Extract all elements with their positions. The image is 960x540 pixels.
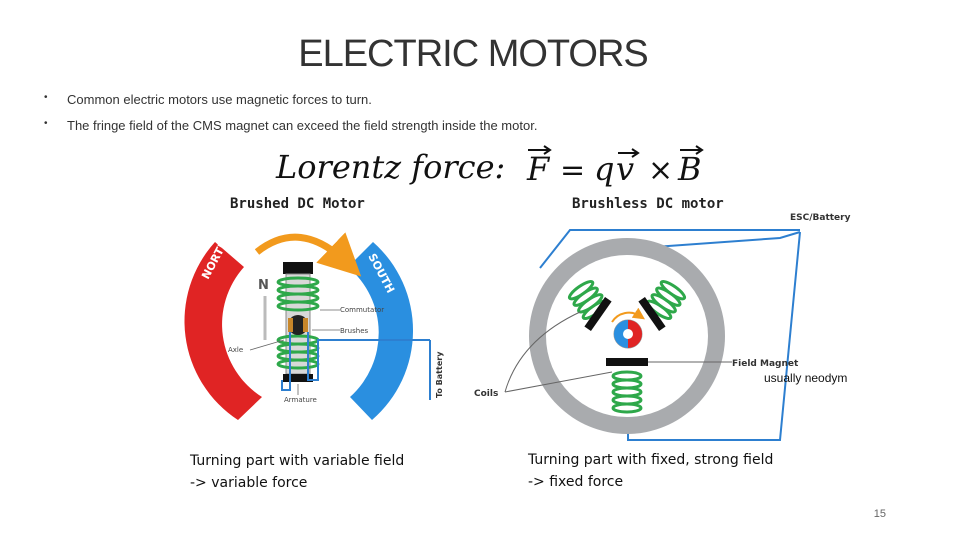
coil-right bbox=[638, 279, 687, 332]
bullet-marker: • bbox=[44, 92, 48, 103]
armature-label: Armature bbox=[284, 396, 317, 404]
coils-label: Coils bbox=[474, 389, 498, 399]
armature-bottom-cap bbox=[283, 374, 313, 382]
formula-B: B bbox=[677, 150, 702, 188]
brushed-caption-line2: -> variable force bbox=[190, 475, 308, 491]
coil-left bbox=[567, 279, 612, 332]
brushed-dc-motor: Brushed DC Motor NORTH SOUTH N bbox=[184, 196, 444, 420]
axle-callout bbox=[249, 339, 285, 351]
north-magnet bbox=[184, 242, 262, 420]
brushed-caption-line1: Turning part with variable field bbox=[190, 453, 405, 469]
page-number: 15 bbox=[873, 508, 886, 520]
rotor-south-half bbox=[614, 320, 628, 348]
wire-left bbox=[281, 332, 291, 391]
n-pole-letter: N bbox=[258, 278, 269, 293]
brushless-dc-motor: Brushless DC motor ESC/Battery bbox=[474, 196, 851, 441]
bullet-marker: • bbox=[44, 118, 48, 129]
formula-equals: = bbox=[560, 153, 585, 188]
upper-coil bbox=[276, 276, 320, 312]
to-battery-label: To Battery bbox=[435, 351, 444, 398]
pole-shoe-left bbox=[584, 296, 612, 332]
formula-q: q bbox=[594, 150, 614, 188]
formula-F: F bbox=[526, 150, 551, 188]
formula-label: Lorentz force: bbox=[275, 148, 505, 186]
armature-top-cap bbox=[283, 262, 313, 274]
brushless-heading: Brushless DC motor bbox=[572, 196, 724, 212]
pole-shoe-right bbox=[638, 296, 666, 332]
brushed-heading: Brushed DC Motor bbox=[230, 196, 365, 212]
rotor-north-half bbox=[628, 320, 642, 348]
bullet-text: Common electric motors use magnetic forc… bbox=[67, 92, 372, 107]
rotation-arrow bbox=[254, 232, 362, 277]
formula-times: × bbox=[648, 153, 673, 188]
slide-title: ELECTRIC MOTORS bbox=[298, 33, 649, 75]
wire-right bbox=[307, 332, 430, 381]
brushless-caption: Turning part with fixed, strong field ->… bbox=[528, 449, 773, 493]
brush-left bbox=[288, 318, 293, 332]
lorentz-formula: Lorentz force: F = q v × B bbox=[275, 145, 704, 188]
south-magnet bbox=[348, 242, 414, 420]
vector-arrowhead-F bbox=[543, 145, 552, 155]
field-magnet-label: Field Magnet bbox=[732, 359, 799, 369]
vector-arrowhead-B bbox=[695, 145, 704, 155]
esc-battery-label: ESC/Battery bbox=[790, 213, 851, 223]
esc-wire-1 bbox=[539, 229, 800, 269]
brushless-caption-line1: Turning part with fixed, strong field bbox=[528, 452, 774, 468]
pole-shoe-bottom bbox=[606, 358, 648, 366]
brushless-caption-line2: -> fixed force bbox=[528, 474, 624, 490]
field-magnet-note: usually neodym bbox=[764, 371, 847, 385]
brushes-label: Brushes bbox=[340, 327, 369, 335]
coils-callout-2 bbox=[504, 371, 613, 393]
bullet-text: The fringe field of the CMS magnet can e… bbox=[67, 118, 538, 133]
vector-arrowhead-v bbox=[631, 148, 640, 158]
coils-callout-1 bbox=[504, 311, 581, 393]
rotor-hub bbox=[623, 329, 633, 339]
rotor-rotation-arrow bbox=[611, 307, 645, 323]
brush-right bbox=[303, 318, 308, 332]
commutator-label: Commutator bbox=[340, 306, 384, 314]
brushed-caption: Turning part with variable field -> vari… bbox=[190, 450, 404, 494]
axle-label: Axle bbox=[228, 346, 243, 354]
coil-bottom bbox=[606, 358, 648, 414]
formula-v: v bbox=[616, 150, 634, 188]
